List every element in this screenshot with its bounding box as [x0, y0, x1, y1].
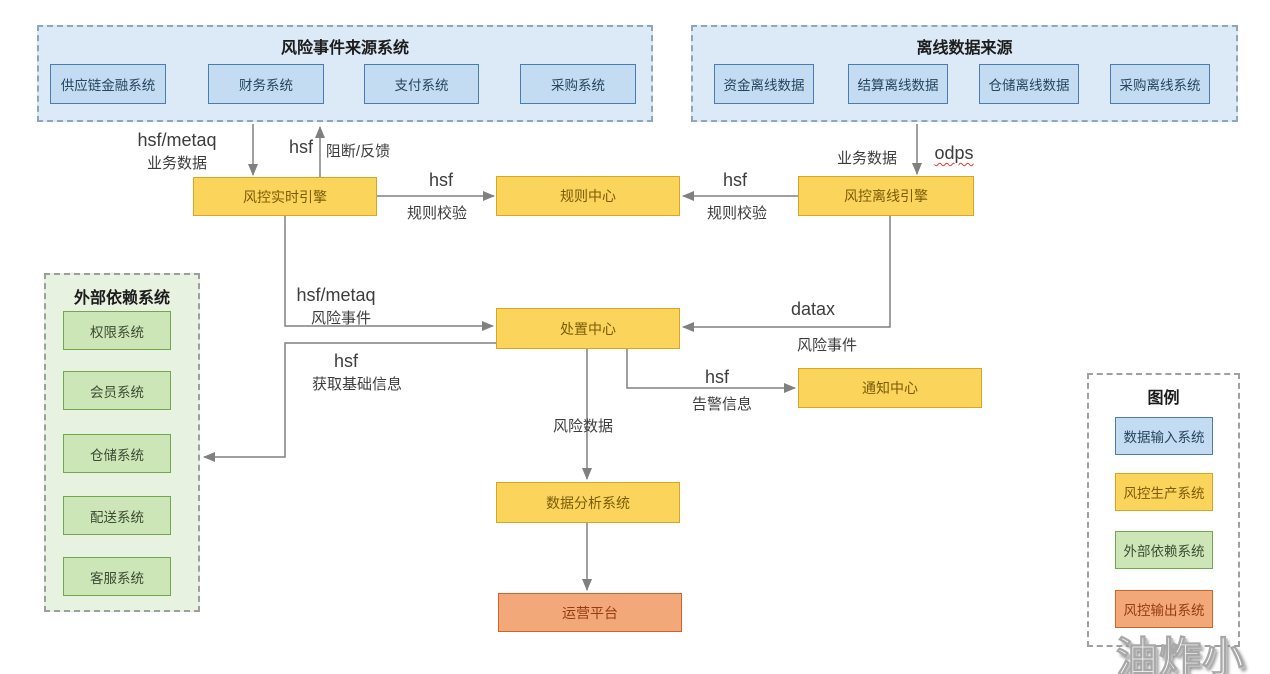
label-notify-data: 告警信息 [691, 396, 753, 413]
container-risk-event-sources-title: 风险事件来源系统 [280, 40, 409, 57]
label-realtime-in-protocol: hsf/metaq [137, 130, 217, 150]
node-finance-system: 财务系统 [208, 64, 324, 104]
label-offline-in-data: 业务数据 [836, 150, 898, 167]
node-realtime-risk-engine: 风控实时引擎 [193, 177, 377, 216]
label-feedback-data: 阻断/反馈 [325, 143, 391, 160]
label-realtime-rule-protocol: hsf [428, 170, 454, 190]
container-offline-data-sources-title: 离线数据来源 [916, 40, 1013, 57]
node-notify-center: 通知中心 [798, 368, 982, 408]
edge-offline-engine-to-disposal-center [682, 216, 891, 332]
node-rule-center: 规则中心 [496, 176, 680, 216]
legend-title: 图例 [1147, 390, 1180, 407]
node-payment-system: 支付系统 [364, 64, 479, 104]
label-realtime-disposal-protocol: hsf/metaq [296, 285, 376, 305]
label-analysis-data: 风险数据 [552, 418, 614, 435]
legend-item-data-input-system: 数据输入系统 [1115, 417, 1213, 455]
node-operation-platform: 运营平台 [498, 593, 682, 632]
node-warehouse-offline-data: 仓储离线数据 [979, 64, 1079, 104]
node-permission-system: 权限系统 [63, 311, 171, 350]
legend-item-risk-output-system: 风控输出系统 [1115, 590, 1213, 628]
label-external-protocol: hsf [333, 351, 359, 371]
label-offline-rule-data: 规则校验 [706, 205, 768, 222]
node-supply-chain-finance-system: 供应链金融系统 [50, 64, 166, 104]
container-external-dependencies-title: 外部依赖系统 [73, 290, 170, 307]
label-realtime-in-data: 业务数据 [146, 155, 208, 172]
label-offline-disposal-data: 风险事件 [796, 337, 858, 354]
node-procurement-system: 采购系统 [520, 64, 636, 104]
node-data-analysis-system: 数据分析系统 [496, 482, 680, 523]
node-fund-offline-data: 资金离线数据 [714, 64, 814, 104]
label-realtime-disposal-data: 风险事件 [310, 310, 372, 327]
node-procurement-offline-system: 采购离线系统 [1110, 64, 1210, 104]
label-realtime-rule-data: 规则校验 [406, 205, 468, 222]
legend-item-risk-production-system: 风控生产系统 [1115, 473, 1213, 511]
node-offline-risk-engine: 风控离线引擎 [798, 176, 974, 216]
node-disposal-center: 处置中心 [496, 308, 680, 349]
label-notify-protocol: hsf [704, 367, 730, 387]
label-feedback-protocol: hsf [288, 137, 314, 157]
label-offline-in-protocol: odps [934, 143, 974, 163]
legend-item-external-dependency-system: 外部依赖系统 [1115, 531, 1213, 569]
node-member-system: 会员系统 [63, 371, 171, 410]
label-external-data: 获取基础信息 [311, 376, 403, 393]
node-warehouse-system: 仓储系统 [63, 434, 171, 473]
label-offline-disposal-protocol: datax [790, 299, 836, 319]
node-settlement-offline-data: 结算离线数据 [848, 64, 948, 104]
node-delivery-system: 配送系统 [63, 496, 171, 535]
node-customer-service-system: 客服系统 [63, 557, 171, 596]
label-offline-rule-protocol: hsf [722, 170, 748, 190]
watermark: 油炸小波 [1116, 633, 1246, 674]
